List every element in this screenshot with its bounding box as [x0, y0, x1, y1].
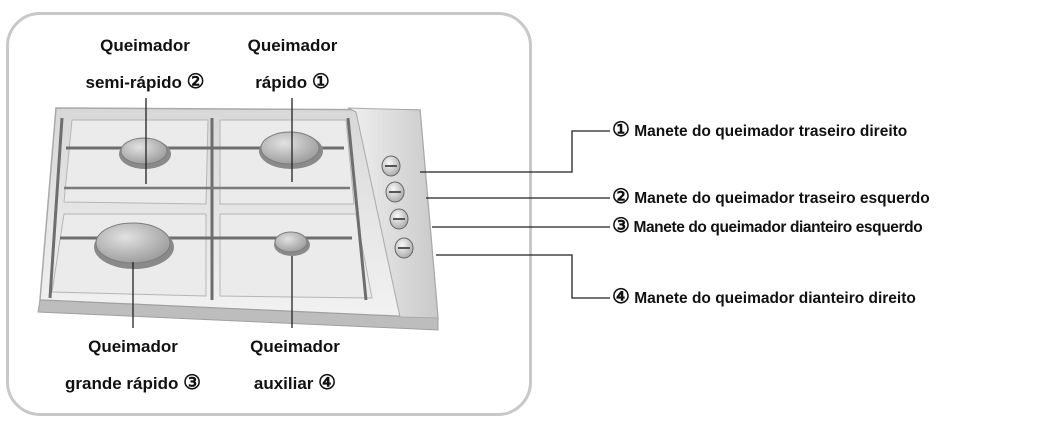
knob-label-4: ④ Manete do queimador dianteiro direito [612, 287, 916, 309]
burner-auxiliary [274, 231, 310, 256]
knob-4 [394, 237, 414, 259]
label-large-rapid-number: ③ [183, 372, 202, 394]
knob-label-2-text: Manete do queimador traseiro esquerdo [634, 190, 930, 207]
cooktop-front-edge [37, 299, 439, 331]
knob-label-2-number: ② [612, 186, 630, 208]
knob-2 [385, 181, 405, 203]
leader-knob-4 [436, 254, 610, 299]
knob-label-1: ① Manete do queimador traseiro direito [612, 120, 907, 142]
knob-label-4-text: Manete do queimador dianteiro direito [634, 290, 916, 307]
leader-knob-1 [420, 130, 610, 173]
label-semi-rapid-number: ② [186, 71, 205, 93]
label-large-rapid-line1: Queimador [88, 337, 178, 356]
knob-label-2: ② Manete do queimador traseiro esquerdo [612, 187, 930, 209]
label-large-rapid: Queimador grande rápido ③ [48, 337, 218, 394]
cooktop [37, 107, 439, 331]
label-rapid-line2: rápido [255, 73, 308, 92]
knob-label-1-text: Manete do queimador traseiro direito [634, 123, 908, 140]
label-semi-rapid: Queimador semi-rápido ② [60, 36, 230, 93]
label-semi-rapid-line1: Queimador [100, 36, 190, 55]
label-large-rapid-line2: grande rápido [64, 374, 179, 393]
leader-lines [132, 98, 610, 328]
knob-label-3-number: ③ [612, 215, 630, 237]
label-semi-rapid-line2: semi-rápido [85, 73, 182, 92]
label-rapid: Queimador rápido ① [220, 36, 365, 93]
label-rapid-number: ① [311, 71, 330, 93]
label-rapid-line1: Queimador [247, 36, 338, 55]
label-auxiliary-number: ④ [318, 372, 337, 394]
knob-1 [381, 155, 401, 177]
burner-semi-rapid [119, 137, 171, 169]
knob-label-3-text: Manete do queimador dianteiro esquerdo [633, 219, 923, 236]
knob-label-3: ③ Manete do queimador dianteiro esquerdo [612, 215, 923, 238]
burner-rapid [259, 131, 323, 169]
knob-label-4-number: ④ [612, 286, 630, 308]
cooktop-well-front-right [219, 213, 373, 299]
knob-label-1-number: ① [612, 119, 630, 141]
label-auxiliary-line1: Queimador [250, 337, 340, 356]
diagram-frame [6, 12, 532, 416]
label-auxiliary: Queimador auxiliar ④ [225, 337, 365, 394]
knob-3 [389, 208, 409, 230]
label-auxiliary-line2: auxiliar [253, 374, 314, 393]
